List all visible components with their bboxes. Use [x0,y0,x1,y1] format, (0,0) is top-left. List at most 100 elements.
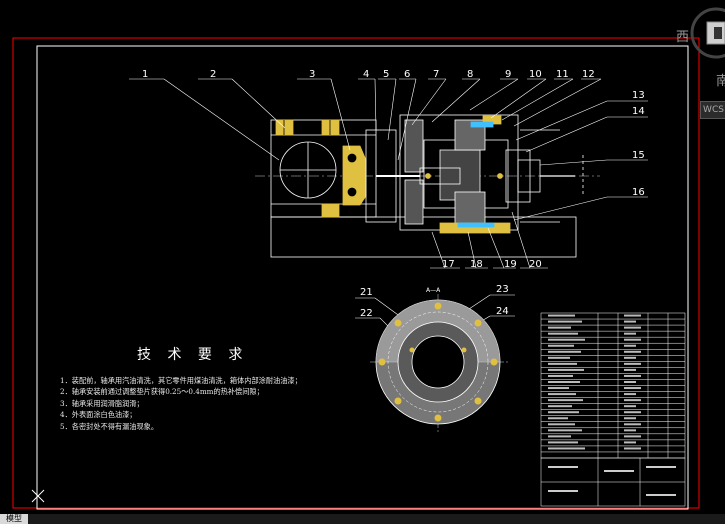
bom-cell-text [624,320,636,323]
balloon-9: 9 [505,69,511,80]
sheet-border [12,37,700,509]
bom-cell-text [624,417,636,420]
bom-cell-text [624,429,636,432]
tech-requirements-list: 1．装配前，轴承用汽油清洗，其它零件用煤油清洗，箱体内部涂耐油油漆； 2．轴承安… [60,375,302,432]
bom-cell-text [548,387,569,390]
balloon-1: 1 [142,69,148,80]
bom-cell-text [624,405,636,408]
balloon-7: 7 [433,69,439,80]
viewcube-south-label[interactable]: 南 [716,74,725,89]
bom-cell-text [548,314,575,317]
title-block-text [646,494,676,496]
section-a-a-view: A—A [370,287,510,432]
viewcube-face-inner [714,27,722,39]
balloon-3: 3 [309,69,315,80]
assembly-main-view [255,114,600,258]
viewcube-west-label[interactable]: 西 [676,30,690,45]
balloon-4: 4 [363,69,369,80]
title-block-text [548,466,578,468]
balloon-13: 13 [632,90,645,101]
bom-cell-text [548,362,577,365]
bom-cell-text [624,441,636,444]
title-block-text [548,490,578,492]
bom-cell-text [624,399,641,402]
bom-cell-text [624,435,641,438]
bom-cell-text [624,332,636,335]
balloon-12: 12 [582,69,595,80]
tech-requirements-title: 技 术 要 求 [137,347,249,363]
bom-cell-text [548,344,574,347]
balloon-11: 11 [556,69,569,80]
bom-cell-text [548,393,576,396]
bom-cell-text [548,423,575,426]
balloon-2: 2 [210,69,216,80]
ucs-icon [31,489,45,503]
bom-cell-text [548,368,584,371]
bom-cell-text [548,411,579,414]
bom-cell-text [624,374,641,377]
title-block-text [646,466,676,468]
bom-cell-text [548,338,585,341]
bom-cell-text [548,356,570,359]
wcs-menu-button[interactable]: WCS [700,101,725,119]
bom-cell-text [548,429,582,432]
bom-cell-text [548,447,585,450]
balloon-5: 5 [383,69,389,80]
bom-cell-text [624,393,636,396]
drawing-frame [36,45,689,510]
bom-cell-text [548,435,571,438]
balloon-14: 14 [632,106,645,117]
tech-requirement-3: 3．轴承采用润滑脂润滑； [60,398,144,408]
bom-cell-text [548,441,578,444]
bom-cell-text [548,381,580,383]
balloon-10: 10 [529,69,542,80]
balloon-21: 21 [360,287,373,298]
bom-cell-text [624,368,636,371]
bom-cell-text [624,447,641,450]
bom-cell-text [548,320,582,323]
bom-cell-text [624,411,641,414]
viewcube[interactable]: 西 南 [676,0,725,89]
section-label: A—A [426,287,441,294]
bom-cell-text [624,338,641,341]
leader-lines [129,78,648,334]
tech-requirement-5: 5．各密封处不得有漏油现象。 [60,421,159,431]
bom-cell-text [624,314,641,317]
tech-requirement-1: 1．装配前，轴承用汽油清洗，其它零件用煤油清洗，箱体内部涂耐油油漆； [60,376,302,385]
bom-cell-text [548,350,581,353]
bom-cell-text [624,356,636,359]
bom-cell-text [548,326,571,329]
bom-cell-text [624,344,636,347]
balloon-labels: 1 2 3 4 5 6 7 8 9 10 11 12 13 14 15 16 1… [142,69,645,319]
bom-cell-text [624,423,641,426]
balloon-6: 6 [404,69,410,80]
parts-list-table [540,312,686,507]
balloon-24: 24 [496,306,509,317]
balloon-23: 23 [496,284,509,295]
bom-cell-text [624,350,641,353]
bom-cell-text [548,417,568,420]
bom-cell-text [624,326,641,329]
title-block-text [604,470,634,472]
balloon-20: 20 [529,259,542,270]
viewcube-ring[interactable] [690,7,725,59]
bom-cell-text [548,399,583,402]
balloon-22: 22 [360,308,373,319]
bom-cell-text [624,381,636,383]
bom-cell-text [624,362,641,365]
bom-cell-text [548,374,573,377]
balloon-19: 19 [504,259,517,270]
tech-requirement-2: 2．轴承安装前通过调整垫片获得0.25～0.4mm的热补偿间隙； [60,387,264,397]
balloon-17: 17 [442,259,455,270]
bom-cell-text [548,332,578,335]
tech-requirement-4: 4．外表面涂白色油漆； [60,410,137,420]
model-tab[interactable]: 模型 [0,514,28,524]
balloon-15: 15 [632,150,645,161]
bom-cell-text [548,405,572,408]
balloon-8: 8 [467,69,473,80]
balloon-16: 16 [632,187,645,198]
layout-tab-bar: 模型 [0,514,725,524]
balloon-18: 18 [470,259,483,270]
bom-cell-text [624,387,641,390]
